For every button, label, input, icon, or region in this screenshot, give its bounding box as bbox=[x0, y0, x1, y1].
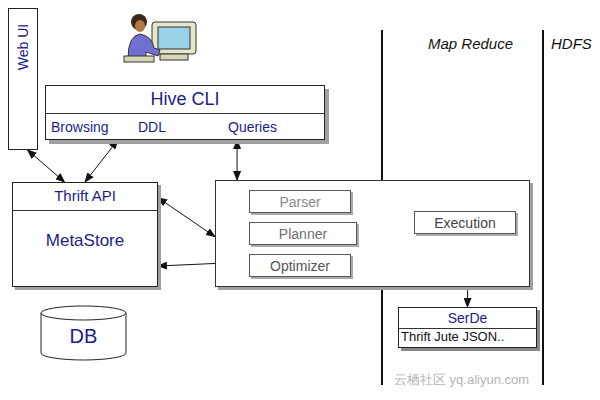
node-text: DB bbox=[40, 325, 127, 348]
node-text: Planner bbox=[250, 226, 356, 242]
process-box: Planner bbox=[249, 222, 357, 245]
node-text: Web UI bbox=[15, 24, 31, 70]
divider bbox=[46, 113, 324, 114]
watermark: 云栖社区 yq.aliyun.com bbox=[394, 371, 529, 389]
node-text: Optimizer bbox=[250, 258, 350, 274]
compiler-box: ParserPlannerOptimizer Execution bbox=[215, 180, 530, 287]
divider bbox=[13, 210, 157, 211]
connector-arrow bbox=[28, 150, 65, 182]
process-box: Optimizer bbox=[249, 254, 351, 277]
serde-box: SerDeThrift Jute JSON.. bbox=[398, 307, 537, 348]
connector-arrow bbox=[158, 263, 215, 266]
node-text: Thrift Jute JSON.. bbox=[401, 330, 504, 345]
divider bbox=[399, 328, 536, 329]
node-text: Parser bbox=[250, 194, 350, 210]
process-box: Parser bbox=[249, 190, 351, 213]
cli-box: Hive CLI Browsing DDL Queries bbox=[45, 85, 325, 140]
node-text: SerDe bbox=[399, 310, 536, 326]
node-text: MetaStore bbox=[13, 231, 157, 251]
metastore-box: Thrift API MetaStore bbox=[12, 182, 158, 287]
layer-label: HDFS bbox=[551, 35, 592, 52]
divider-line bbox=[542, 30, 544, 385]
node-text: DDL bbox=[138, 119, 166, 135]
node-text: Browsing bbox=[51, 119, 109, 135]
webui-box: Web UI bbox=[8, 8, 38, 150]
connector-arrow bbox=[237, 140, 238, 180]
node-text: Hive CLI bbox=[46, 89, 324, 110]
node-text: Thrift API bbox=[13, 187, 157, 204]
connector-arrow bbox=[85, 140, 118, 182]
process-box: Execution bbox=[414, 211, 516, 234]
user-illustration bbox=[124, 14, 196, 62]
node-text: Queries bbox=[228, 119, 277, 135]
node-text: Execution bbox=[415, 215, 515, 231]
connector-arrow bbox=[158, 198, 215, 237]
layer-label: Map Reduce bbox=[428, 35, 513, 52]
database-cylinder: DB bbox=[40, 305, 127, 361]
